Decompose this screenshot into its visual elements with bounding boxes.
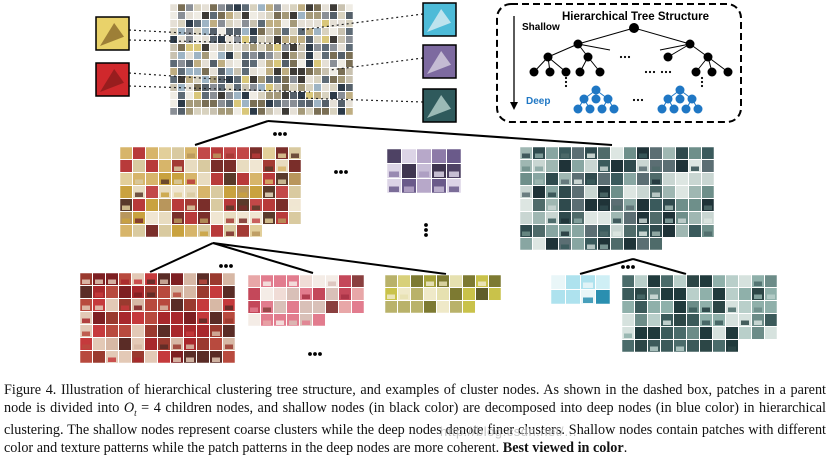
tree-ellipsis [660,70,672,74]
dotted-pointer-line [299,13,424,31]
tree-node [529,67,539,77]
connector-line [267,120,613,146]
tree-node [609,104,619,114]
figure-illustration: Hierarchical Tree Structure Shallow Deep [79,2,778,364]
tree-ellipsis [619,55,631,59]
ellipsis-level2-left [219,264,233,268]
ellipsis-dots [219,132,635,356]
tree-edge [659,43,691,51]
dotted-pointer-line [128,85,311,93]
zoom-patch-yellow [95,16,130,51]
tree-node [687,94,697,104]
root-cluster-mosaic [169,3,354,116]
tree-node [657,104,667,114]
dotted-pointer-line [329,57,424,71]
purple-cluster-mosaic [386,148,462,194]
zoom-patch-purple [422,44,457,79]
tree-node [675,94,685,104]
shallow-label: Shallow [522,22,560,33]
dotted-pointer-line [128,72,231,81]
dotted-pointer-line [299,97,424,103]
tree-node [545,67,555,77]
zoom-patch-cyan [422,2,457,37]
connector-line [579,258,634,275]
tree-node [603,94,613,104]
tree-node [575,67,585,77]
tree-edge [633,27,691,45]
gray-teal-subcluster-mosaic [621,274,778,353]
pink-subcluster-mosaic [247,274,365,327]
tree-vertical-ellipsis [564,76,568,88]
figure-caption: Figure 4. Illustration of hierarchical c… [4,382,826,456]
tree-vertical-ellipsis [700,76,704,88]
yellow-subcluster-mosaic [384,274,502,314]
cyan-subcluster-mosaic [550,274,611,305]
warm-cluster-mosaic [119,146,302,238]
tree-node [573,39,583,49]
ellipsis-level2-bottom [308,352,322,356]
connector-lines [149,120,687,275]
tree-node [669,104,679,114]
tree-node [663,94,673,104]
patch-mosaics [79,3,778,364]
zoom-patch-red [95,62,130,97]
teal-cluster-mosaic [519,146,715,251]
tree-edge [577,43,611,51]
tree-node [663,52,673,62]
tree-node [707,67,717,77]
tree-node [583,52,593,62]
tree-node [591,85,601,95]
tree-diagram [529,23,733,114]
connector-line [194,120,269,146]
red-subcluster-mosaic [79,272,236,364]
connector-line [212,242,314,274]
connector-line [212,242,447,275]
watermark-text: http://blog.csdn.net/… [440,424,578,439]
tree-box-title: Hierarchical Tree Structure [562,11,709,23]
tree-node [561,67,571,77]
tree-edge [577,27,635,45]
zoom-patch-teal [422,88,457,123]
tree-node [595,67,605,77]
tree-node [703,52,713,62]
ellipsis-level1 [334,170,348,174]
tree-node [591,94,601,104]
tree-structure-box: Hierarchical Tree Structure Shallow Deep [496,3,742,123]
dotted-pointer-lines [128,13,424,103]
ellipsis-root [273,132,287,136]
depth-arrow-head [510,102,518,110]
tree-node [723,67,733,77]
dotted-pointer-line [128,29,241,37]
deep-label: Deep [526,96,550,107]
tree-node [585,104,595,114]
dotted-pointer-line [128,39,301,45]
tree-edge [547,43,579,58]
vertical-ellipsis [424,223,428,237]
connector-line [632,258,687,275]
tree-node [597,104,607,114]
tree-node [579,94,589,104]
tree-node [681,104,691,114]
tree-node [543,52,553,62]
ellipsis-level2-right [621,265,635,269]
tree-ellipsis [644,70,656,74]
tree-node [685,39,695,49]
connector-line [149,242,214,273]
tree-blue-ellipsis [632,98,644,102]
tree-node [675,85,685,95]
tree-node [691,67,701,77]
tree-node [629,23,639,33]
zoomed-patches [95,2,457,123]
tree-node [573,104,583,114]
tree-node [693,104,703,114]
